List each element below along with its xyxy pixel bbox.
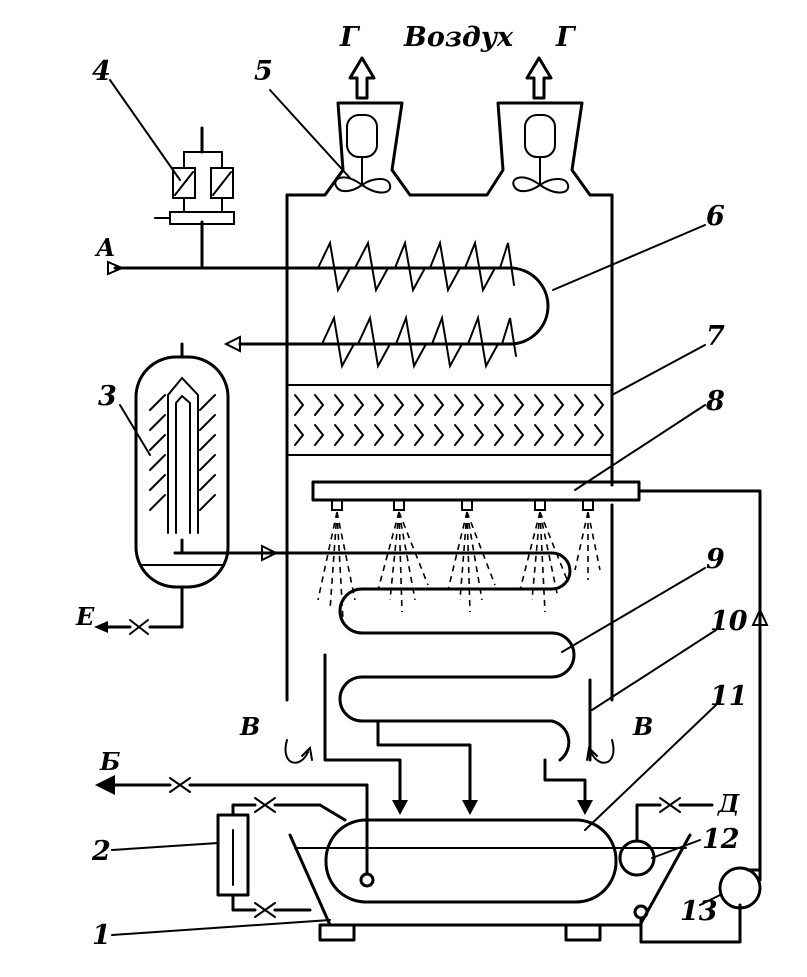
circulation-pump: [718, 866, 762, 910]
safety-valve-assembly: [154, 126, 235, 270]
drain-arrow-1: [392, 800, 408, 815]
fan-right: [512, 114, 570, 194]
drain-arrow-2: [462, 800, 478, 815]
flow-label-v-right: В: [632, 712, 653, 741]
air-intake-left: [284, 739, 313, 764]
callout-7: 7: [706, 321, 725, 352]
callout-8: 8: [705, 386, 725, 417]
flow-label-g-left: Г: [339, 22, 361, 53]
condensate-drain-lines: [323, 653, 593, 815]
level-gauge: [216, 797, 347, 918]
callout-1: 1: [92, 920, 111, 951]
air-outlet-arrow-left: [348, 56, 376, 100]
float-valve: [618, 797, 714, 877]
air-outlet-arrow-right: [525, 56, 553, 100]
callout-11: 11: [710, 681, 748, 712]
inlet-a-arrow: [107, 260, 125, 276]
flow-label-e: Е: [75, 602, 95, 631]
leader-lines: [109, 79, 721, 936]
callout-5: 5: [254, 56, 273, 87]
callout-10: 10: [710, 606, 748, 637]
callout-12: 12: [702, 824, 740, 855]
callout-9: 9: [706, 544, 725, 575]
eliminator-pack: [294, 394, 605, 446]
spray-header: [311, 480, 769, 872]
flow-label-d: Д: [717, 789, 740, 818]
flow-label-v-left: В: [239, 712, 260, 741]
tower-casing: [285, 101, 614, 702]
callout-4: 4: [92, 56, 111, 87]
water-spray: [317, 511, 601, 621]
callout-13: 13: [680, 896, 718, 927]
oil-separator: [94, 342, 230, 635]
outlet-b: [95, 775, 191, 795]
fan-left: [334, 114, 392, 194]
coil-return-arrow: [223, 335, 241, 353]
flow-label-g-right: Г: [555, 22, 577, 53]
callout-2: 2: [91, 836, 111, 867]
condenser-coil: [173, 544, 576, 762]
finned-coil: [113, 239, 550, 370]
air-intake-right: [586, 739, 615, 764]
air-label: Воздух: [403, 22, 514, 53]
receiver-drum: [188, 783, 618, 904]
callout-6: 6: [706, 201, 725, 232]
flow-label-b: Б: [99, 747, 121, 776]
callout-3: 3: [98, 381, 117, 412]
flow-label-a: А: [94, 233, 116, 262]
spray-nozzles: [331, 499, 594, 511]
drain-arrow-3: [577, 800, 593, 815]
